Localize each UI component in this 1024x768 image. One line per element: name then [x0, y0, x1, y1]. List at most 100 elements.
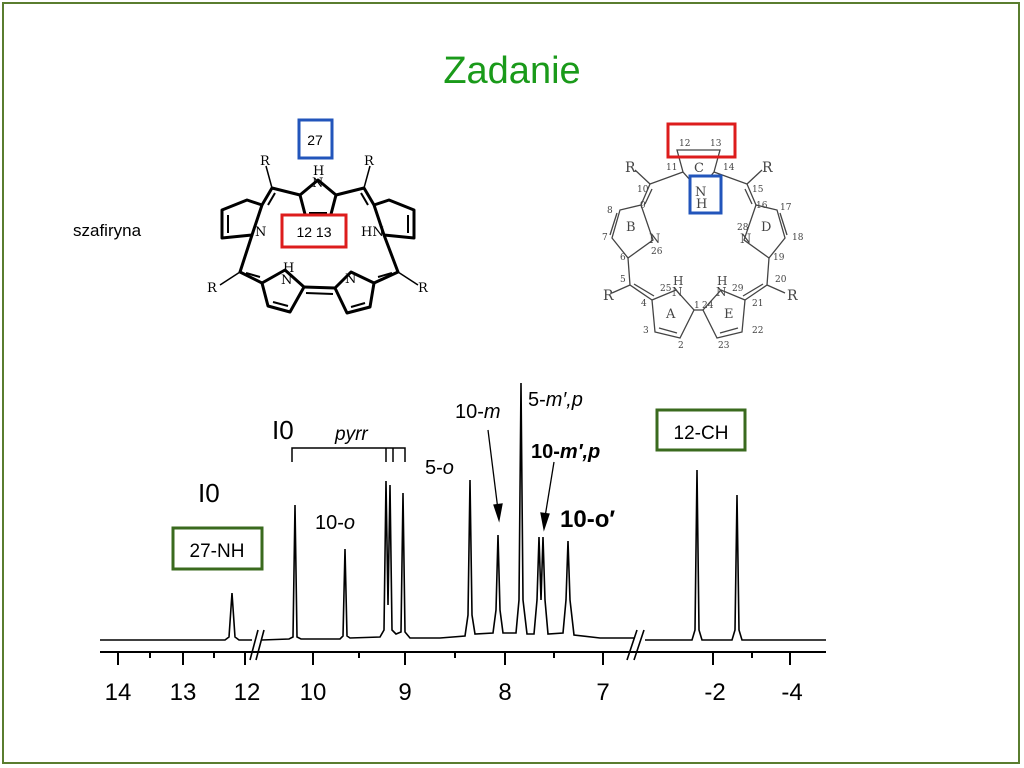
label-ten-o: 10-o	[315, 512, 355, 534]
tick-minus-2: -2	[704, 679, 725, 706]
right-r-3: R	[603, 288, 614, 304]
peak-arrows	[487, 429, 555, 532]
num-14: 14	[723, 163, 735, 173]
tick-10: 10	[300, 679, 327, 706]
tick-minus-4: -4	[781, 679, 802, 706]
x-axis-ticks	[117, 652, 791, 665]
num-4: 4	[641, 299, 647, 309]
num-18: 18	[792, 233, 804, 243]
x-axis-labels: 14 13 12 10 9 8 7 -2 -4	[105, 679, 803, 706]
left-r-top-right: R	[364, 154, 375, 169]
num-15: 15	[752, 185, 764, 195]
num-29: 29	[732, 284, 744, 294]
tick-13: 13	[170, 679, 197, 706]
num-21: 21	[752, 299, 763, 309]
pyrr-bracket	[291, 447, 406, 462]
right-n26: N	[649, 232, 660, 247]
num-13: 13	[710, 139, 722, 149]
right-n25: N	[672, 285, 683, 299]
tick-14: 14	[105, 679, 132, 706]
box-27-blue	[297, 118, 334, 160]
num-7: 7	[602, 233, 608, 243]
left-structure	[219, 165, 419, 315]
num-2: 2	[678, 341, 684, 351]
label-ten-top: I0	[272, 415, 294, 445]
tick-8: 8	[498, 679, 511, 706]
box-12-13-red	[280, 213, 348, 249]
num-5: 5	[620, 275, 626, 285]
num-16: 16	[756, 201, 768, 211]
ring-label-c: C	[694, 161, 704, 176]
right-h25: H	[673, 274, 683, 288]
left-top-h: H	[313, 164, 324, 179]
left-bottom-right-n: N	[345, 272, 356, 287]
num-20: 20	[775, 275, 787, 285]
right-nh27-h: H	[696, 197, 707, 212]
num-10: 10	[637, 185, 649, 195]
label-ten-oprime: 10-o′	[560, 506, 615, 533]
label-five-o: 5-o	[425, 457, 454, 479]
axis-break-marks	[249, 629, 645, 661]
nmr-spectrum: 14 13 12 10 9 8 7 -2 -4 I0 I0 pyrr	[100, 382, 826, 706]
box-right-27-blue	[688, 174, 723, 215]
num-19: 19	[773, 253, 785, 263]
right-n29: N	[716, 285, 727, 299]
num-9: 9	[640, 201, 646, 211]
label-five-mp: 5-m′,p	[528, 389, 583, 411]
num-11: 11	[666, 163, 677, 173]
sample-label: szafiryna	[73, 221, 142, 240]
num-23: 23	[718, 341, 730, 351]
left-r-bottom-right: R	[418, 281, 429, 296]
tick-12: 12	[234, 679, 261, 706]
ring-label-d: D	[761, 220, 771, 235]
right-r-4: R	[787, 288, 798, 304]
num-25: 25	[660, 284, 672, 294]
label-ten-m: 10-m	[455, 401, 501, 423]
box-12-ch	[655, 408, 747, 452]
box-27-nh	[171, 526, 264, 571]
box-27-nh-label: 27-NH	[190, 541, 245, 562]
ring-label-a: A	[665, 307, 676, 322]
num-24: 24	[702, 301, 714, 311]
left-r-bottom-left: R	[207, 281, 218, 296]
left-right-hn: HN	[361, 225, 384, 240]
num-6: 6	[620, 253, 626, 263]
num-1: 1	[694, 301, 700, 311]
left-bottom-left-n: N	[281, 273, 292, 288]
box-right-12-13-red	[666, 122, 737, 159]
left-structure-labels: R R R R H N N HN H N N	[207, 154, 429, 296]
tick-9: 9	[398, 679, 411, 706]
right-structure	[609, 149, 788, 339]
slide-title: Zadanie	[443, 50, 581, 92]
left-bottom-left-h: H	[283, 261, 294, 276]
ring-label-b: B	[626, 220, 636, 235]
num-3: 3	[643, 326, 649, 336]
num-26: 26	[651, 247, 663, 257]
left-r-top-left: R	[260, 154, 271, 169]
box-12-13-label: 12 13	[296, 224, 331, 240]
box-27-label: 27	[307, 132, 323, 148]
num-12: 12	[679, 139, 690, 149]
num-8: 8	[607, 206, 613, 216]
right-n28: N	[740, 232, 751, 247]
left-left-n: N	[255, 225, 266, 240]
num-17: 17	[780, 203, 792, 213]
tick-7: 7	[596, 679, 609, 706]
peak-labels: I0 I0 pyrr 10-o 5-o 10-m 5-m′,p 10-m′,p …	[198, 389, 615, 534]
right-structure-numbers: 1 2 3 4 5 6 7 8 9 10 11 12 13 14 15 16 1…	[602, 139, 804, 351]
label-pyrr: pyrr	[334, 424, 368, 445]
right-r-1: R	[625, 160, 636, 176]
label-ten-left: I0	[198, 478, 220, 508]
right-nh27-n: N	[695, 185, 706, 200]
box-12-ch-label: 12-CH	[674, 423, 729, 444]
num-22: 22	[752, 326, 763, 336]
right-structure-labels: R R R R C B D A E N N H N H N	[603, 160, 798, 322]
spectrum-trace	[100, 382, 826, 641]
right-r-2: R	[762, 160, 773, 176]
num-28: 28	[737, 223, 749, 233]
left-top-n: N	[312, 176, 323, 191]
label-ten-mp: 10-m′,p	[531, 441, 600, 463]
ring-label-e: E	[724, 307, 734, 322]
